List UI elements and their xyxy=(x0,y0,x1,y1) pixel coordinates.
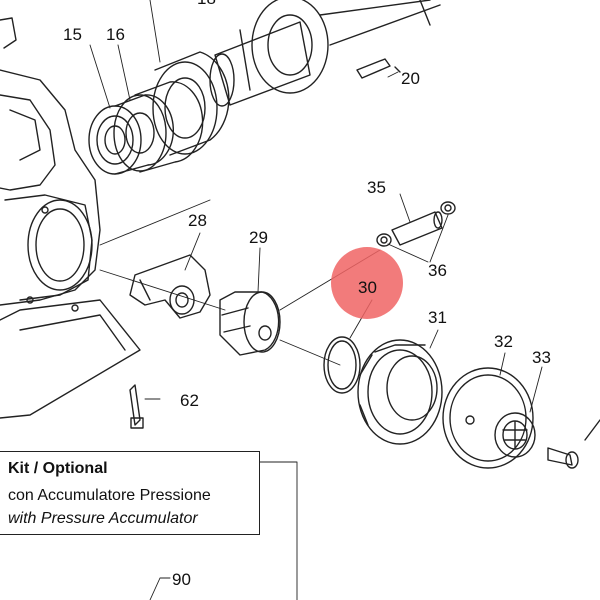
kit-description-english: with Pressure Accumulator xyxy=(8,510,198,527)
part-label-62: 62 xyxy=(180,391,199,410)
bolt-62 xyxy=(129,384,144,429)
part-label-30: 30 xyxy=(358,278,377,297)
bolt xyxy=(547,419,600,469)
o-ring-30 xyxy=(323,336,361,394)
pump-housing xyxy=(0,17,141,419)
washers-36 xyxy=(376,201,456,247)
kit-description-italian: con Accumulatore Pressione xyxy=(8,487,211,504)
kit-title: Kit / Optional xyxy=(8,460,108,477)
bearing-15 xyxy=(88,94,175,175)
part-label-36: 36 xyxy=(428,261,447,280)
highlight-circle xyxy=(331,247,403,319)
part-label-32: 32 xyxy=(494,332,513,351)
ring-16 xyxy=(113,81,204,173)
cylinder-31 xyxy=(357,339,443,445)
pin-20 xyxy=(356,58,401,79)
shaft-18 xyxy=(209,0,441,107)
piston-29 xyxy=(219,291,281,356)
kit-optional-box: Kit / Optional con Accumulatore Pression… xyxy=(0,451,260,535)
part-label-29: 29 xyxy=(249,228,268,247)
diaphragm-32 xyxy=(442,367,534,469)
part-label-18: 18 xyxy=(197,0,216,8)
part-label-16: 16 xyxy=(106,25,125,44)
part-label-31: 31 xyxy=(428,308,447,327)
part-label-28: 28 xyxy=(188,211,207,230)
flange xyxy=(152,51,230,156)
part-label-35: 35 xyxy=(367,178,386,197)
part-label-33: 33 xyxy=(532,348,551,367)
connecting-rod-28 xyxy=(129,254,211,319)
part-label-90: 90 xyxy=(172,570,191,589)
cap-33 xyxy=(494,412,536,458)
pin-35 xyxy=(391,211,443,246)
part-label-20: 20 xyxy=(401,69,420,88)
part-label-15: 15 xyxy=(63,25,82,44)
